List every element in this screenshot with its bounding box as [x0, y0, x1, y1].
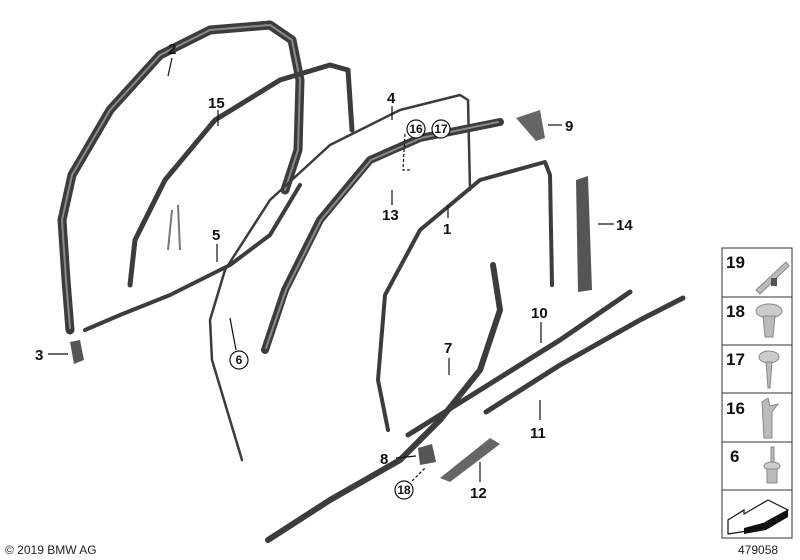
direction-arrow-icon — [727, 499, 790, 535]
label-part-11: 11 — [530, 425, 546, 442]
part-10-outer-strip[interactable] — [405, 289, 633, 438]
part-9-corner-cover[interactable] — [516, 110, 545, 141]
svg-text:6: 6 — [236, 353, 243, 367]
part-12-trim-piece[interactable] — [440, 438, 500, 482]
svg-text:6: 6 — [730, 447, 739, 466]
blind-rivet-icon — [763, 446, 781, 484]
spring-clip-icon — [761, 397, 780, 439]
label-part-7: 7 — [444, 340, 452, 357]
label-part-15: 15 — [208, 95, 225, 112]
part-11-outer-strip[interactable] — [483, 295, 686, 415]
part-7-seal[interactable] — [265, 262, 503, 543]
label-part-10: 10 — [531, 305, 548, 322]
expanding-rivet-strip-icon — [755, 261, 790, 295]
svg-text:18: 18 — [726, 302, 745, 321]
part-1-window-seal[interactable] — [376, 160, 554, 432]
leader-lines — [48, 57, 614, 482]
legend-item-6[interactable]: 6 — [730, 446, 781, 484]
legend-item-16[interactable]: 16 — [726, 397, 780, 439]
fastener-legend: 19 18 17 16 6 — [721, 247, 793, 539]
svg-text:16: 16 — [409, 122, 423, 136]
label-part-13: 13 — [382, 207, 399, 224]
label-part-5: 5 — [212, 227, 220, 244]
part-3-end-piece[interactable] — [70, 340, 84, 364]
label-part-4: 4 — [387, 90, 396, 107]
svg-text:17: 17 — [434, 122, 448, 136]
label-part-1: 1 — [443, 221, 451, 238]
label-part-8: 8 — [380, 451, 388, 468]
legend-item-17[interactable]: 17 — [726, 350, 780, 389]
part-4-window-channel[interactable] — [208, 93, 472, 462]
circled-label-6: 6 — [229, 350, 249, 370]
legend-item-direction-arrow — [727, 499, 790, 535]
label-part-3: 3 — [35, 347, 43, 364]
svg-text:17: 17 — [726, 350, 745, 369]
circled-label-16: 16 — [406, 119, 426, 139]
diagram-number: 479058 — [738, 543, 779, 557]
part-15-inner-seal[interactable] — [127, 62, 355, 288]
svg-text:18: 18 — [397, 483, 411, 497]
circled-label-17: 17 — [431, 119, 451, 139]
label-part-14: 14 — [616, 217, 633, 234]
part-8-bracket[interactable] — [418, 444, 436, 465]
label-part-12: 12 — [470, 485, 487, 502]
copyright-text: © 2019 BMW AG — [5, 543, 97, 557]
label-part-9: 9 — [565, 118, 573, 135]
tapping-screw-icon — [758, 350, 780, 389]
legend-item-18[interactable]: 18 — [726, 302, 783, 338]
part-5-seal-strip[interactable] — [83, 183, 302, 332]
legend-item-19[interactable]: 19 — [726, 253, 790, 295]
push-clip-icon — [755, 303, 783, 338]
svg-text:16: 16 — [726, 399, 745, 418]
svg-text:19: 19 — [726, 253, 745, 272]
part-14-pillar-trim[interactable] — [576, 176, 592, 292]
circled-label-18: 18 — [394, 480, 414, 500]
label-part-2: 2 — [168, 41, 176, 58]
part-2-door-seal[interactable] — [57, 20, 305, 335]
